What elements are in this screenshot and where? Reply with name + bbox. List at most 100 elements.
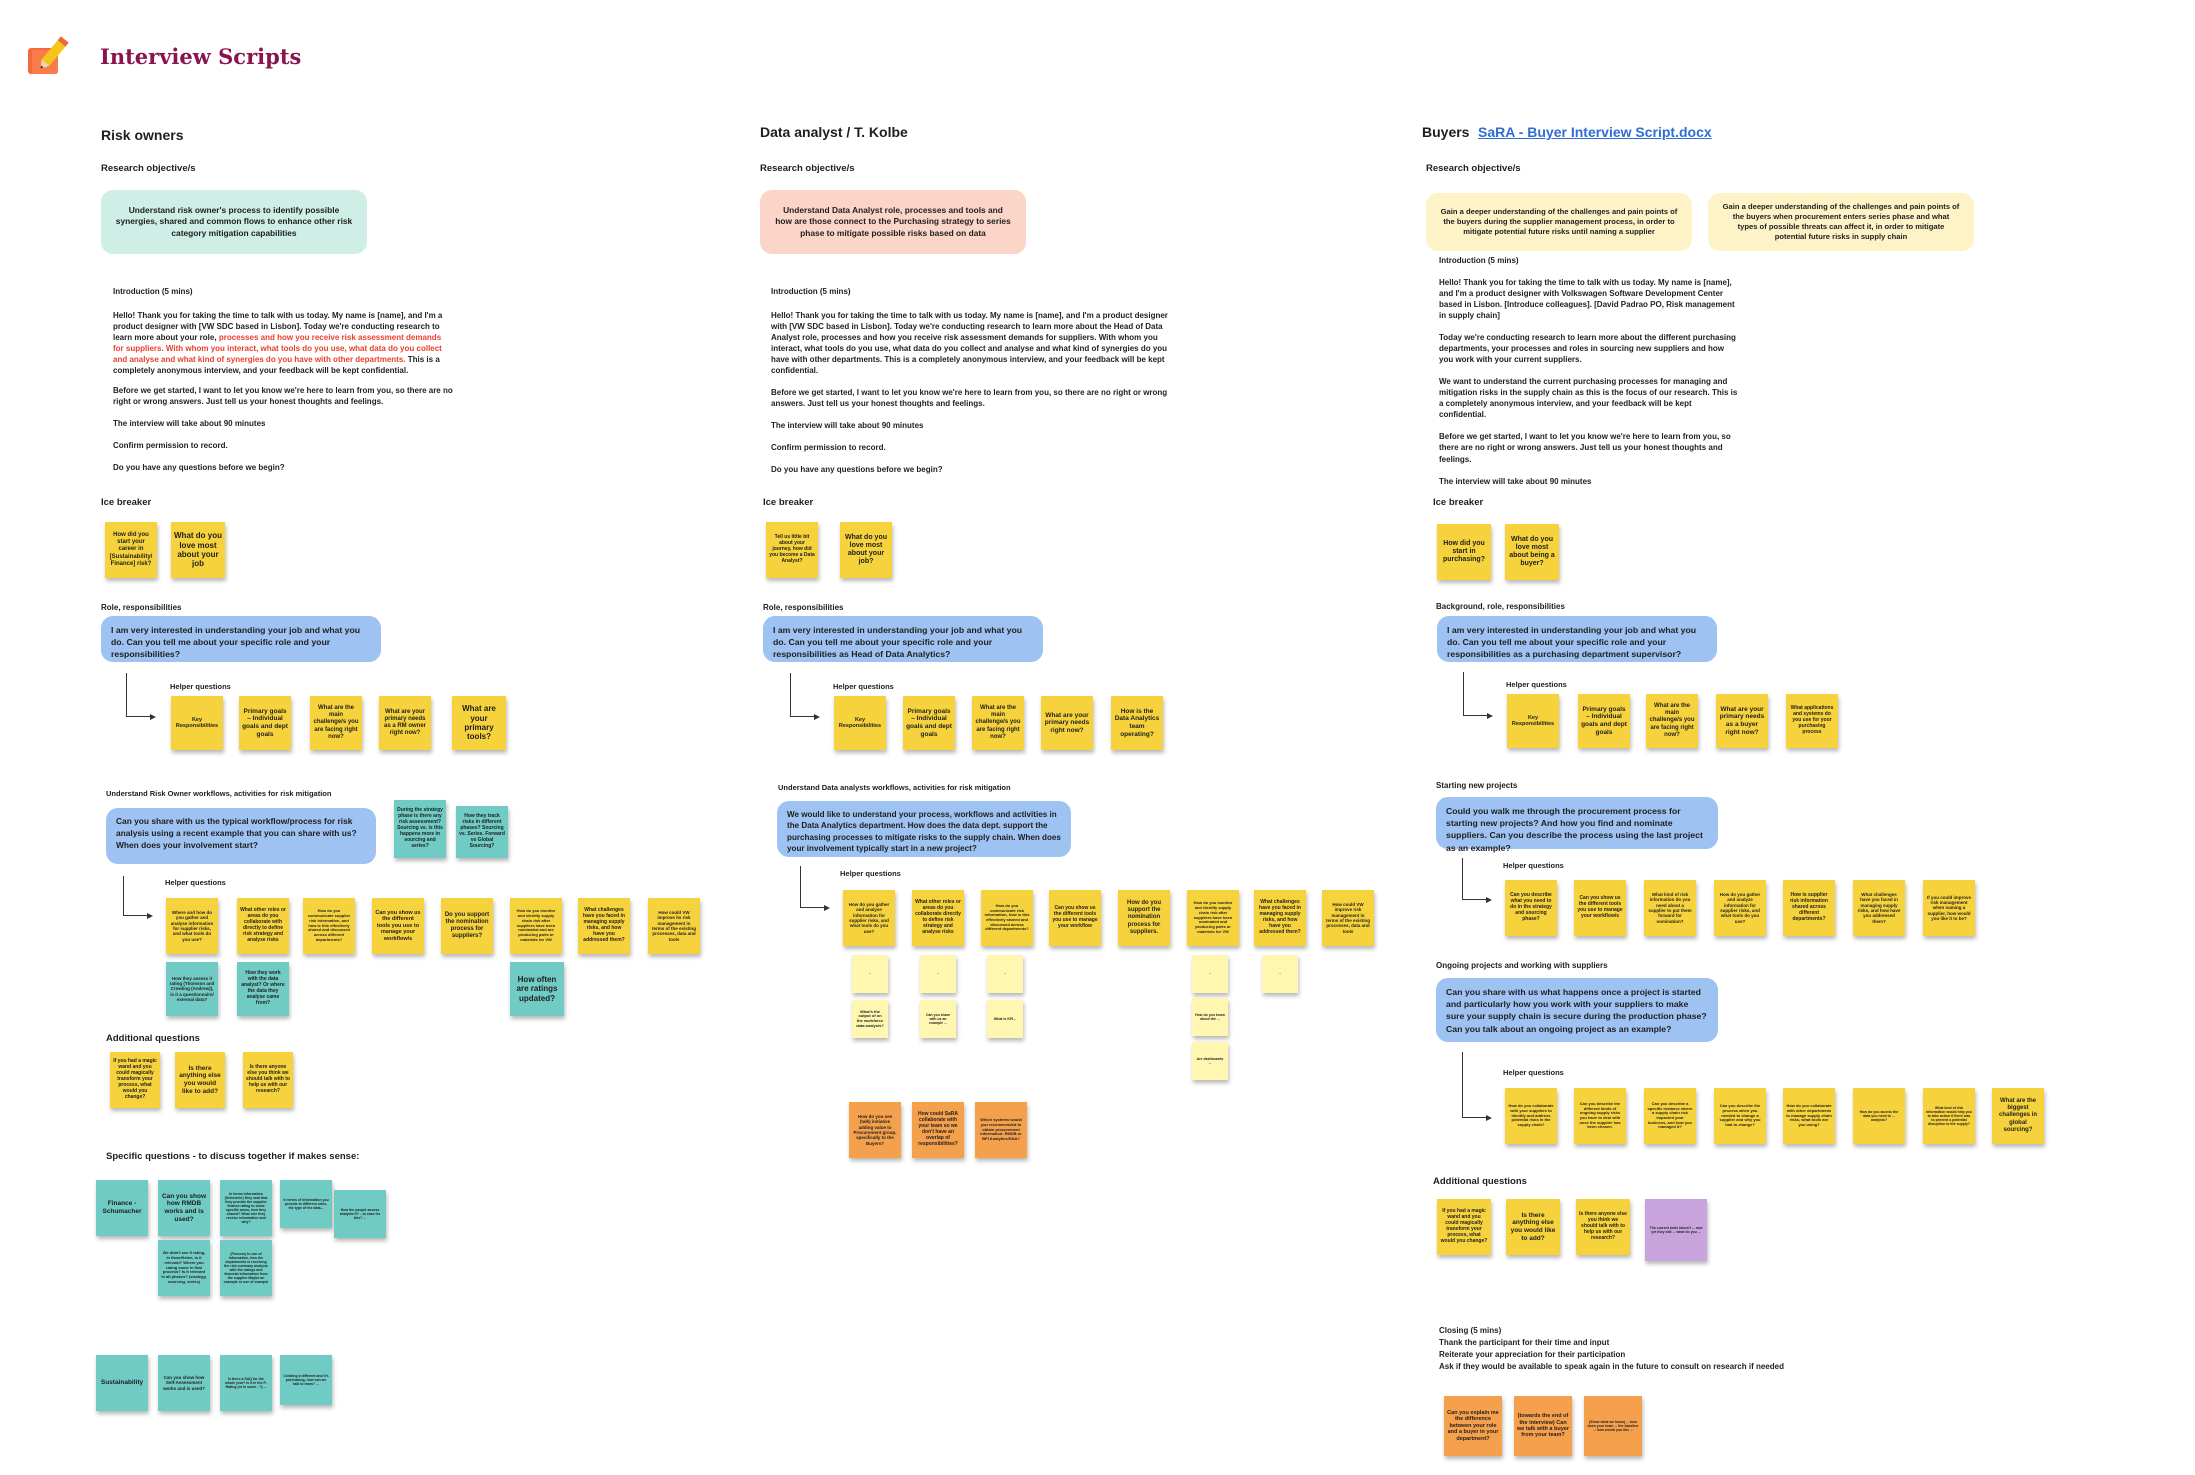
sticky-note[interactable]: Can you show us the different tools you … — [1049, 890, 1101, 946]
sticky-note[interactable]: How the people access analysis it? ...in… — [334, 1190, 386, 1238]
risk-objective-label: Research objective/s — [101, 163, 196, 174]
sticky-note[interactable]: If you had a magic wand and you could ma… — [1437, 1199, 1491, 1255]
data-role-question[interactable]: I am very interested in understanding yo… — [763, 616, 1043, 662]
sticky-note[interactable]: What are the main challenge/s you are fa… — [972, 696, 1024, 750]
sticky-note[interactable]: How do you access the data you need to .… — [1853, 1088, 1905, 1144]
sticky-note[interactable]: Is there anyone else you think we should… — [243, 1052, 293, 1108]
buyers-role-question[interactable]: I am very interested in understanding yo… — [1437, 616, 1717, 662]
sticky-note[interactable]: What other roles or areas do you collabo… — [912, 890, 964, 946]
sticky-note[interactable]: Is there anything else you would like to… — [1506, 1199, 1560, 1255]
sticky-note[interactable]: What are your primary needs as a buyer r… — [1716, 694, 1768, 748]
sticky-note[interactable]: How they assess it rating (Thomson and C… — [166, 962, 218, 1016]
sticky-note[interactable]: How do you communicate risk information,… — [981, 890, 1033, 946]
sticky-note[interactable]: During the strategy phase is there any r… — [394, 800, 446, 858]
sticky-note[interactable]: What are the main challenge/s you are fa… — [310, 696, 362, 750]
sticky-note[interactable]: Can you show how RMDB works and is used? — [158, 1180, 210, 1236]
sticky-note[interactable]: What are your primary needs as a RM owne… — [379, 696, 431, 750]
sticky-note[interactable]: How could SaRA collaborate with your tea… — [912, 1102, 964, 1158]
sticky-note[interactable]: How often are ratings updated? — [510, 962, 564, 1016]
buyers-ongoing-question[interactable]: Can you share with us what happens once … — [1436, 978, 1718, 1042]
sticky-note[interactable]: What are your primary tools? — [452, 696, 506, 750]
sticky-note[interactable]: How do you know about the ... — [1192, 998, 1228, 1036]
sticky-note[interactable]: Can you show us the different tools you … — [1574, 880, 1626, 936]
sticky-note[interactable]: (Process) In use of Information, how the… — [220, 1240, 272, 1296]
sticky-note[interactable]: Can you describe the different kinds of … — [1574, 1088, 1626, 1144]
sticky-note[interactable]: Can you show us the different tools you … — [372, 898, 424, 954]
sticky-note[interactable]: How did you start in purchasing? — [1437, 524, 1491, 580]
sticky-note[interactable]: Primary goals – Individual goals and dep… — [1578, 694, 1630, 748]
sticky-note[interactable]: In terms information (Schneider) they sa… — [220, 1180, 272, 1236]
sticky-note[interactable]: What kind of risk information do you nee… — [1644, 880, 1696, 936]
sticky-note[interactable]: ... — [852, 955, 888, 993]
sticky-note[interactable]: ... — [987, 955, 1023, 993]
sticky-note[interactable]: What other roles or areas do you collabo… — [237, 898, 289, 954]
sticky-note[interactable]: What are the main challenge/s you are fa… — [1646, 694, 1698, 748]
sticky-note[interactable]: What challenges have you faced in managi… — [578, 898, 630, 954]
sticky-note[interactable]: How they work with the data analyst? Or … — [237, 962, 289, 1016]
sticky-note[interactable]: Is there anything else you would like to… — [175, 1052, 225, 1108]
sticky-note[interactable]: What challenges have you faced in managi… — [1853, 880, 1905, 936]
risk-workflow-question[interactable]: Can you share with us the typical workfl… — [106, 808, 376, 864]
sticky-note[interactable]: The current tools haven't ... and yet th… — [1645, 1199, 1707, 1261]
buyers-new-projects-question[interactable]: Could you walk me through the procuremen… — [1436, 797, 1718, 853]
sticky-note[interactable]: How do you collaborate with your supplie… — [1505, 1088, 1557, 1144]
sticky-note[interactable]: Tell us little bit about your journey, h… — [766, 522, 818, 578]
sticky-note[interactable]: (Show what we know) ... how does your te… — [1584, 1396, 1642, 1456]
sticky-note[interactable]: Key Responsibilities — [834, 696, 886, 750]
buyer-script-link[interactable]: SaRA - Buyer Interview Script.docx — [1478, 124, 1712, 140]
sticky-note[interactable]: If you could improve risk management whe… — [1923, 880, 1975, 936]
sticky-note[interactable]: How did you start your career in [Sustai… — [105, 522, 157, 578]
sticky-note[interactable]: Primary goals – Individual goals and dep… — [239, 696, 291, 750]
sticky-note[interactable]: Sustainability — [96, 1355, 148, 1411]
sticky-note[interactable]: How do you support the nomination proces… — [1118, 890, 1170, 946]
sticky-note[interactable]: In terms of information you provide to d… — [280, 1180, 332, 1228]
sticky-note[interactable]: Are dashboards ... — [1192, 1042, 1228, 1080]
sticky-note[interactable]: What are the biggest challenges in globa… — [1992, 1088, 2044, 1144]
sticky-note[interactable]: ... — [920, 955, 956, 993]
sticky-note[interactable]: Can you describe a specific instance whe… — [1644, 1088, 1696, 1144]
sticky-note[interactable]: Primary goals – Individual goals and dep… — [903, 696, 955, 750]
sticky-note[interactable]: If you had a magic wand and you could ma… — [110, 1052, 160, 1108]
sticky-note[interactable]: How do you gather and analyze informatio… — [1714, 880, 1766, 936]
sticky-note[interactable]: Can you describe what you need to do in … — [1505, 880, 1557, 936]
sticky-note[interactable]: Can you show how Self-Assessment works a… — [158, 1355, 210, 1411]
sticky-note[interactable]: What do you love most about your job? — [840, 522, 892, 578]
sticky-note[interactable]: How could VW improve its risk management… — [648, 898, 700, 954]
sticky-note[interactable]: Can you explain me the difference betwee… — [1444, 1396, 1502, 1456]
sticky-note[interactable]: ... — [1262, 955, 1298, 993]
sticky-note[interactable]: How they track risks in different phases… — [456, 806, 508, 858]
sticky-note[interactable]: Can you describe the process when you ne… — [1714, 1088, 1766, 1144]
sticky-note[interactable]: What are your primary needs right now? — [1041, 696, 1093, 750]
sticky-note[interactable]: What's the output of on the workforce da… — [852, 1000, 888, 1038]
sticky-note[interactable]: What challenges have you faced in managi… — [1254, 890, 1306, 946]
sticky-note[interactable]: How is the Data Analytics team operating… — [1111, 696, 1163, 750]
sticky-note[interactable]: How do you see (talk) initiative adding … — [849, 1102, 901, 1158]
sticky-note[interactable]: How do you collaborate with other depart… — [1783, 1088, 1835, 1144]
sticky-note[interactable]: How do you monitor and identify supply c… — [1187, 890, 1239, 946]
sticky-note[interactable]: How could VW improve risk management in … — [1322, 890, 1374, 946]
risk-role-question[interactable]: I am very interested in understanding yo… — [101, 616, 381, 662]
data-workflow-question[interactable]: We would like to understand your process… — [777, 801, 1071, 857]
sticky-note[interactable]: Key Responsibilities — [1507, 694, 1559, 748]
sticky-note[interactable]: We didn't see if rating, in Ifose/Helen,… — [158, 1240, 210, 1296]
sticky-note[interactable]: (towards the end of the interview) Can w… — [1514, 1396, 1572, 1456]
sticky-note[interactable]: Creating a different and it's purchasing… — [280, 1355, 332, 1405]
sticky-note[interactable]: What do you love most about being a buye… — [1505, 524, 1559, 580]
sticky-note[interactable]: Do you support the nomination process fo… — [441, 898, 493, 954]
sticky-note[interactable]: Is there anyone else you think we should… — [1576, 1199, 1630, 1255]
sticky-note[interactable]: How do you gather and analyse informatio… — [843, 890, 895, 946]
sticky-note[interactable]: What kind of risk information would help… — [1923, 1088, 1975, 1144]
sticky-note[interactable]: Which systems would you recommended to o… — [975, 1102, 1027, 1158]
sticky-note[interactable]: Where and how do you gather and analyse … — [166, 898, 218, 954]
sticky-note[interactable]: Is there a SAQ for the whole year? Is it… — [220, 1355, 272, 1411]
sticky-note[interactable]: How do you monitor and identify supply c… — [510, 898, 562, 954]
sticky-note[interactable]: What do you love most about your job — [171, 522, 225, 578]
sticky-note[interactable]: How is supplier risk information shared … — [1783, 880, 1835, 936]
sticky-note[interactable]: What is KPI... — [987, 1000, 1023, 1038]
sticky-note[interactable]: Finance - Schumacher — [96, 1180, 148, 1236]
sticky-note[interactable]: How do you communicate supplier risk inf… — [303, 898, 355, 954]
sticky-note[interactable]: Can you share with us an example ... — [920, 1000, 956, 1038]
sticky-note[interactable]: What applications and systems do you use… — [1786, 694, 1838, 748]
sticky-note[interactable]: ... — [1192, 955, 1228, 993]
sticky-note[interactable]: Key Responsibilities — [171, 696, 223, 750]
